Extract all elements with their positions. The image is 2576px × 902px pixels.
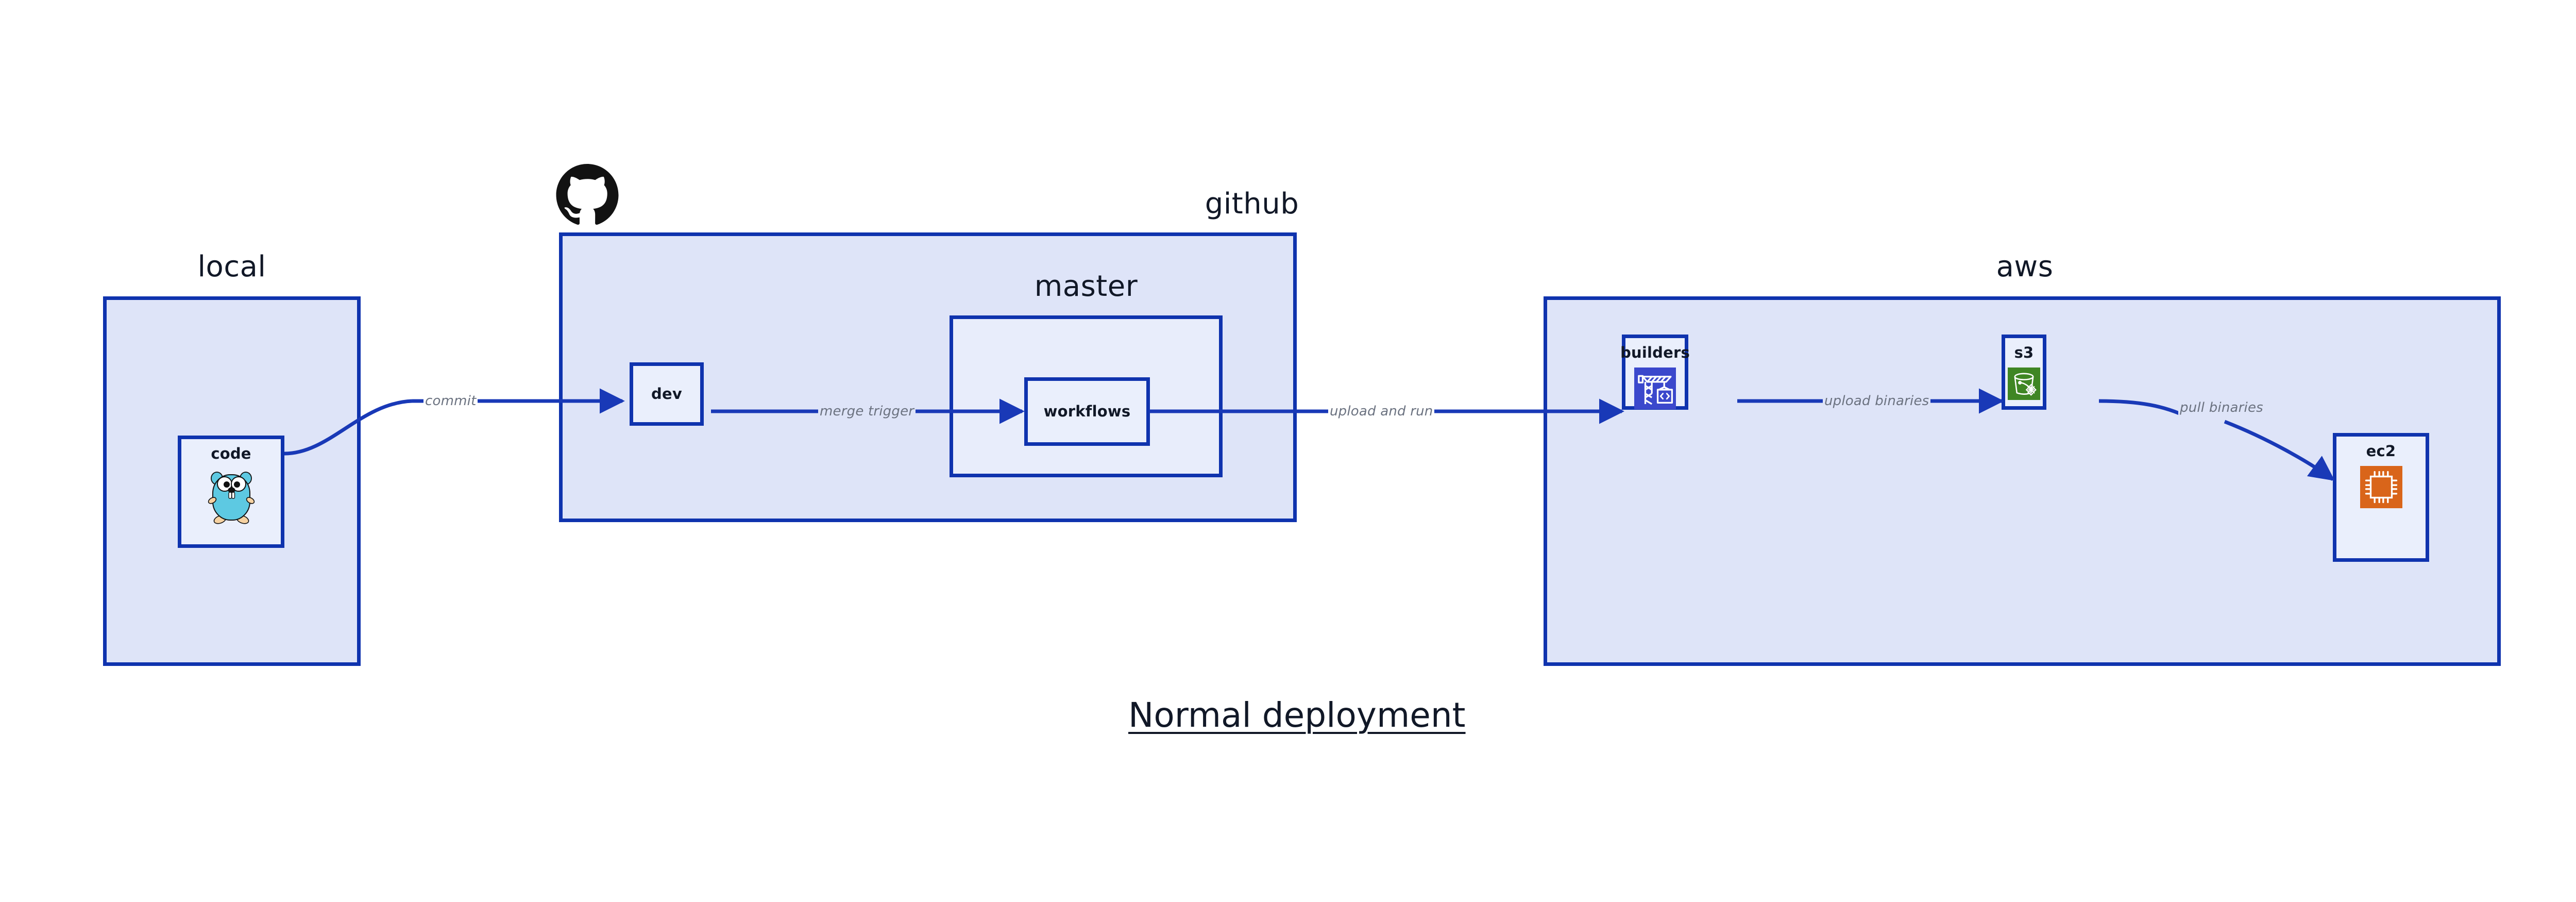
edge-label-merge-trigger: merge trigger (818, 404, 916, 419)
github-octocat-icon (555, 164, 619, 226)
node-label-ec2: ec2 (2366, 442, 2396, 460)
node-box-code[interactable]: code (178, 436, 284, 548)
edge-label-pull-binaries: pull binaries (2178, 400, 2265, 415)
node-box-workflows[interactable]: workflows (1024, 377, 1150, 446)
go-gopher-icon (208, 469, 255, 524)
node-label-workflows: workflows (1043, 403, 1131, 420)
edge-label-commit: commit (423, 393, 478, 409)
node-box-s3[interactable]: s3 (2002, 335, 2046, 410)
group-label-local: local (197, 250, 266, 283)
aws-crane-builder-icon (1634, 368, 1676, 409)
node-box-dev[interactable]: dev (630, 362, 704, 426)
edge-label-upload-binaries: upload binaries (1823, 393, 1931, 409)
edge-label-upload-and-run-text: upload and run (1328, 404, 1435, 419)
node-box-ec2[interactable]: ec2 (2333, 433, 2429, 562)
edge-label-pull-binaries-text: pull binaries (2178, 400, 2265, 415)
node-box-builders[interactable]: builders (1620, 335, 1690, 410)
node-label-dev: dev (651, 385, 682, 403)
group-label-master: master (1034, 270, 1138, 303)
diagram-caption: Normal deployment (1128, 695, 1466, 735)
node-label-s3: s3 (2014, 344, 2034, 361)
group-label-aws: aws (1996, 250, 2054, 283)
group-label-github: github (1205, 187, 1299, 221)
aws-s3-bucket-icon (2008, 368, 2040, 400)
node-label-builders: builders (1620, 344, 1690, 361)
edge-label-upload-and-run: upload and run (1328, 404, 1435, 419)
edge-label-merge-trigger-text: merge trigger (818, 404, 916, 419)
node-label-code: code (211, 445, 251, 462)
edge-label-commit-text: commit (423, 393, 478, 409)
aws-ec2-chip-icon (2360, 466, 2402, 508)
edge-label-upload-binaries-text: upload binaries (1823, 393, 1931, 409)
